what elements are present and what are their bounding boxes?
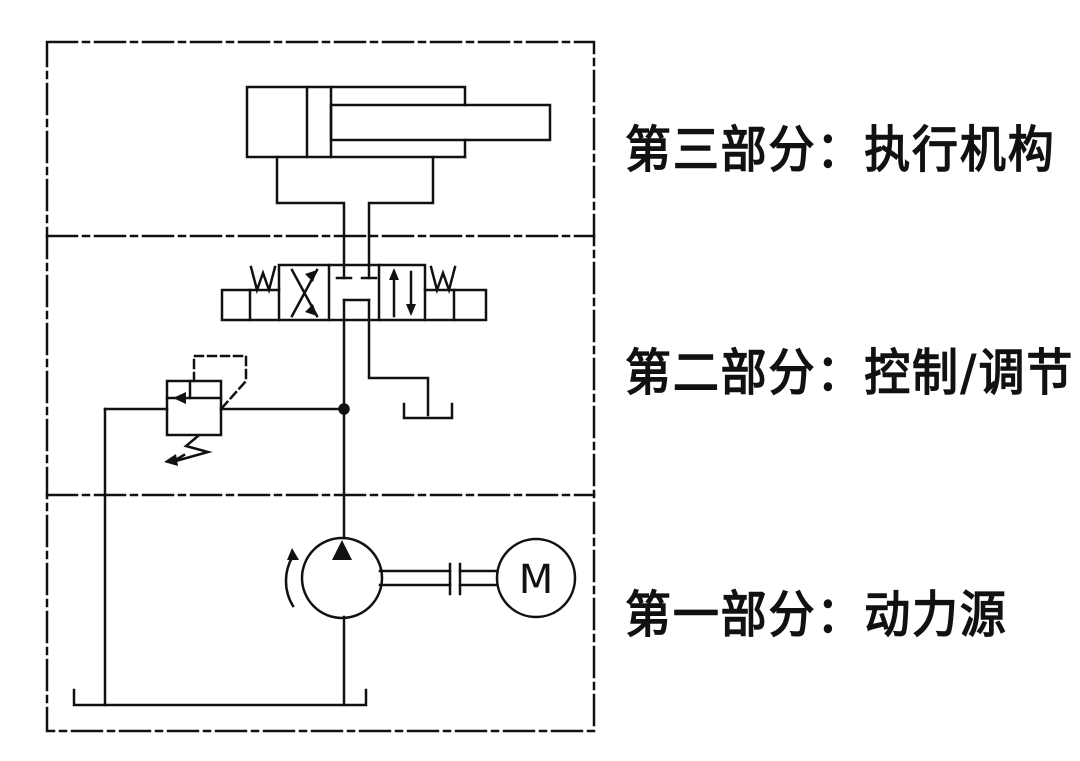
outer-frame bbox=[45, 40, 596, 733]
relief-valve-arrow bbox=[173, 392, 186, 404]
label-part-three-actuator: 第三部分：执行机构 bbox=[625, 121, 1056, 179]
valve-arrowheads bbox=[305, 268, 416, 316]
relief-adjust-arrow bbox=[164, 454, 178, 466]
hydraulic-cylinder bbox=[245, 85, 552, 267]
label-part-one-power-source: 第一部分：动力源 bbox=[625, 586, 1008, 644]
tank-return-line bbox=[367, 318, 454, 420]
hydraulic-pump bbox=[284, 536, 384, 707]
pump-direction-arrow bbox=[332, 540, 352, 560]
label-part-two-control: 第二部分：控制/调节 bbox=[625, 344, 1075, 402]
junction-dot bbox=[338, 403, 350, 415]
shaft-coupling bbox=[378, 562, 498, 596]
motor-symbol-letter: M bbox=[519, 557, 554, 603]
reservoir-tank bbox=[72, 688, 368, 707]
directional-control-valve bbox=[220, 263, 488, 322]
electric-motor bbox=[495, 537, 577, 619]
rotation-arrow bbox=[287, 548, 299, 560]
